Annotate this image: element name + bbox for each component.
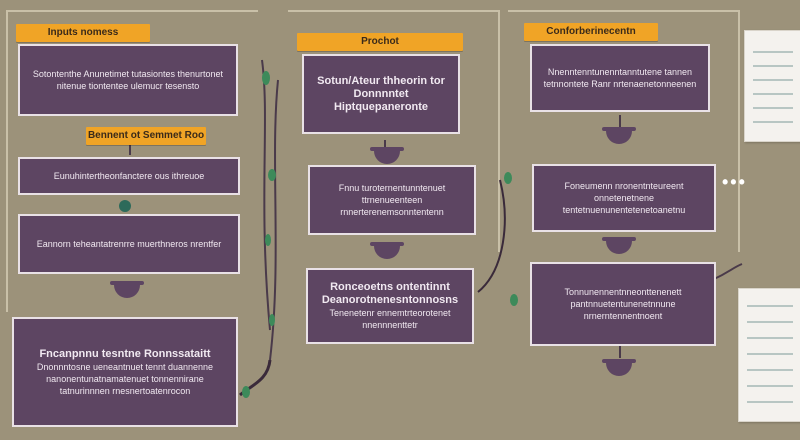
more-dots-icon: •••	[722, 172, 747, 192]
leaf-icon	[262, 71, 270, 85]
center-box-3-text: Tenenetenr ennemtrteorotenet nnennnentte…	[329, 308, 451, 330]
bowl-icon	[370, 147, 404, 164]
document-icon	[738, 288, 800, 422]
left-box-3[interactable]: Eannorn teheantatrenrre muerthneros nren…	[18, 214, 240, 274]
bowl-icon	[602, 237, 636, 254]
left-box-2[interactable]: Eunuhintertheonfanctere ous ithreuoe	[18, 157, 240, 195]
document-icon	[744, 30, 800, 142]
leaf-icon	[119, 200, 131, 212]
left-tag-mid: Bennent ot Semmet Roo	[86, 127, 206, 145]
right-box-2[interactable]: Foneumenn nronentnteureent onnetenetnene…	[532, 164, 716, 232]
leaf-icon	[269, 314, 275, 326]
center-box-1-heading: Sotun/Ateur thheorin tor Donnnntet Hiptq…	[317, 74, 445, 113]
right-box-3-text: Tonnunennentnneonttenenett pantnnuetentu…	[564, 287, 682, 321]
right-column-frame	[508, 10, 740, 252]
left-box-4-text: Dnonnntosne ueneantnuet tennt duannenne …	[36, 361, 214, 396]
leaf-icon	[265, 234, 271, 246]
center-box-3[interactable]: Ronceoetns ontentinnt Deanorotnenesntonn…	[306, 268, 474, 344]
right-box-2-text: Foneumenn nronentnteureent onnetenetnene…	[562, 181, 686, 215]
left-box-1[interactable]: Sotontenthe Anunetimet tutasiontes thenu…	[18, 44, 238, 116]
bowl-icon	[370, 242, 404, 259]
bowl-icon	[602, 127, 636, 144]
right-box-1[interactable]: Nnenntenntunenntanntutene tannen tetnnon…	[530, 44, 710, 112]
left-column-frame	[6, 10, 258, 312]
bowl-icon	[110, 281, 144, 298]
left-tag-top: Inputs nomess	[16, 24, 150, 42]
center-box-2-text: Fnnu turoternentunntenuet ttrnenueenteen…	[338, 183, 446, 217]
leaf-icon	[504, 172, 512, 184]
leaf-icon	[242, 386, 250, 398]
left-box-4[interactable]: Fncanpnnu tesntne Ronnssataitt Dnonnntos…	[12, 317, 238, 427]
center-box-1[interactable]: Sotun/Ateur thheorin tor Donnnntet Hiptq…	[302, 54, 460, 134]
center-box-3-heading: Ronceoetns ontentinnt Deanorotnenesntonn…	[321, 281, 459, 306]
leaf-icon	[268, 169, 276, 181]
leaf-icon	[510, 294, 518, 306]
center-box-2[interactable]: Fnnu turoternentunntenuet ttrnenueenteen…	[308, 165, 476, 235]
bowl-icon	[602, 359, 636, 376]
right-tag: Conforberinecentn	[524, 23, 658, 41]
center-tag: Prochot	[297, 33, 463, 51]
center-column-frame	[288, 10, 500, 252]
left-box-3-text: Eannorn teheantatrenrre muerthneros nren…	[36, 239, 222, 249]
left-box-4-heading: Fncanpnnu tesntne Ronnssataitt	[39, 347, 211, 360]
left-box-2-text: Eunuhintertheonfanctere ous ithreuoe	[53, 171, 205, 181]
left-box-1-text: Sotontenthe Anunetimet tutasiontes thenu…	[32, 69, 224, 91]
right-box-1-text: Nnenntenntunenntanntutene tannen tetnnon…	[543, 67, 697, 89]
right-box-3[interactable]: Tonnunennentnneonttenenett pantnnuetentu…	[530, 262, 716, 346]
